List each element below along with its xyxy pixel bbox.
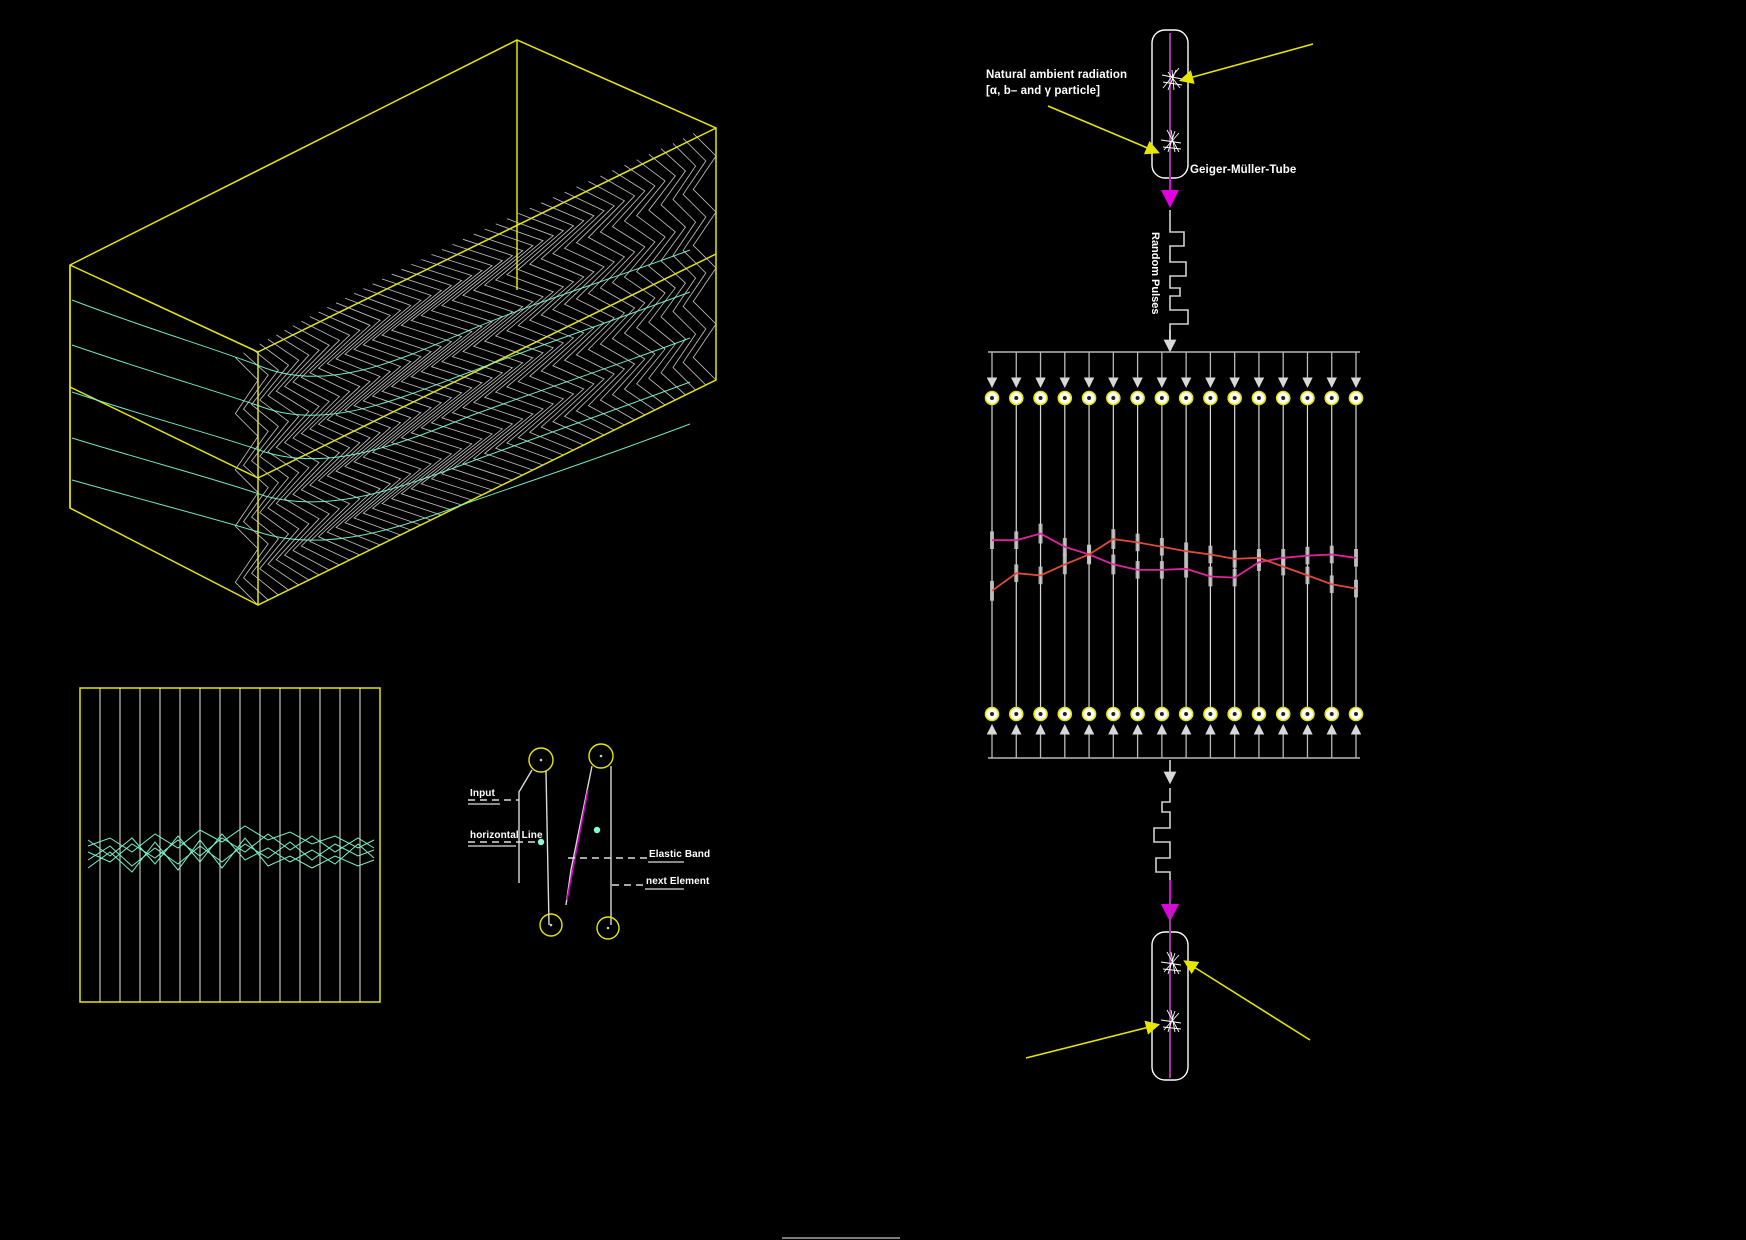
particle-shower-lower [1160, 951, 1182, 975]
flat-plot-gridlines [99, 688, 361, 1002]
pulley-lower-right [596, 916, 620, 940]
band-left-upper [518, 769, 533, 883]
pulley-lower-left [539, 913, 563, 937]
radiation-ray-left-upper [1047, 105, 1160, 155]
flat-plot-frame [79, 687, 381, 1003]
radiation-ray-right-upper [1178, 43, 1314, 84]
pulley-lower-right-hub [606, 926, 610, 930]
bus-bottom-arrows [986, 724, 1362, 758]
geiger-tube-lower [1025, 760, 1311, 1081]
pulley-right [588, 743, 614, 769]
label-input: Input [470, 788, 495, 799]
label-random-pulses: Random Pulses [1149, 232, 1161, 315]
radiation-ray-left-lower [1025, 1020, 1161, 1059]
pulley-lower-left-hub [549, 923, 553, 927]
chart-error-bars [990, 523, 1358, 601]
label-geiger-tube: Geiger-Müller-Tube [1190, 164, 1297, 176]
label-natural-radiation-line2: [α, b– and γ particle] [986, 84, 1101, 97]
radiation-ray-right-lower [1183, 960, 1311, 1041]
pulse-train-upper [1169, 210, 1189, 345]
geiger-tube-upper [1047, 29, 1314, 353]
label-elastic-band: Elastic Band [649, 849, 711, 860]
label-natural-radiation: Natural ambient radiation [α, b– and γ pa… [986, 68, 1127, 99]
particle-shower-upper [1161, 67, 1183, 91]
surface-plot-3d [69, 39, 717, 606]
pulley-left [528, 747, 554, 773]
elastic-mechanism [468, 743, 684, 940]
node-horizontal-right [593, 826, 601, 834]
bus-top-arrows [986, 352, 1362, 388]
flat-plot-2d [79, 687, 381, 1003]
particle-shower-upper2 [1160, 129, 1182, 153]
surface-wave-ribbons [234, 133, 717, 606]
pulley-left-hub [539, 758, 543, 762]
band-left-down [545, 770, 550, 926]
particle-shower-lower2 [1160, 1009, 1182, 1033]
label-horizontal-line: horizontal Line [470, 830, 543, 841]
chart-series [991, 532, 1357, 592]
pulse-train-lower [1153, 788, 1171, 890]
surface-contours [71, 249, 691, 541]
node-array [984, 351, 1364, 759]
elastic-band-segment [566, 789, 589, 901]
node-circles-bottom [984, 706, 1364, 722]
node-circles-top [984, 390, 1364, 406]
surface-box-frame [69, 39, 717, 606]
label-next-element: next Element [646, 876, 710, 887]
flat-plot-traces [87, 825, 375, 873]
label-natural-radiation-line1: Natural ambient radiation [986, 69, 1128, 81]
pulley-right-hub [599, 754, 603, 758]
